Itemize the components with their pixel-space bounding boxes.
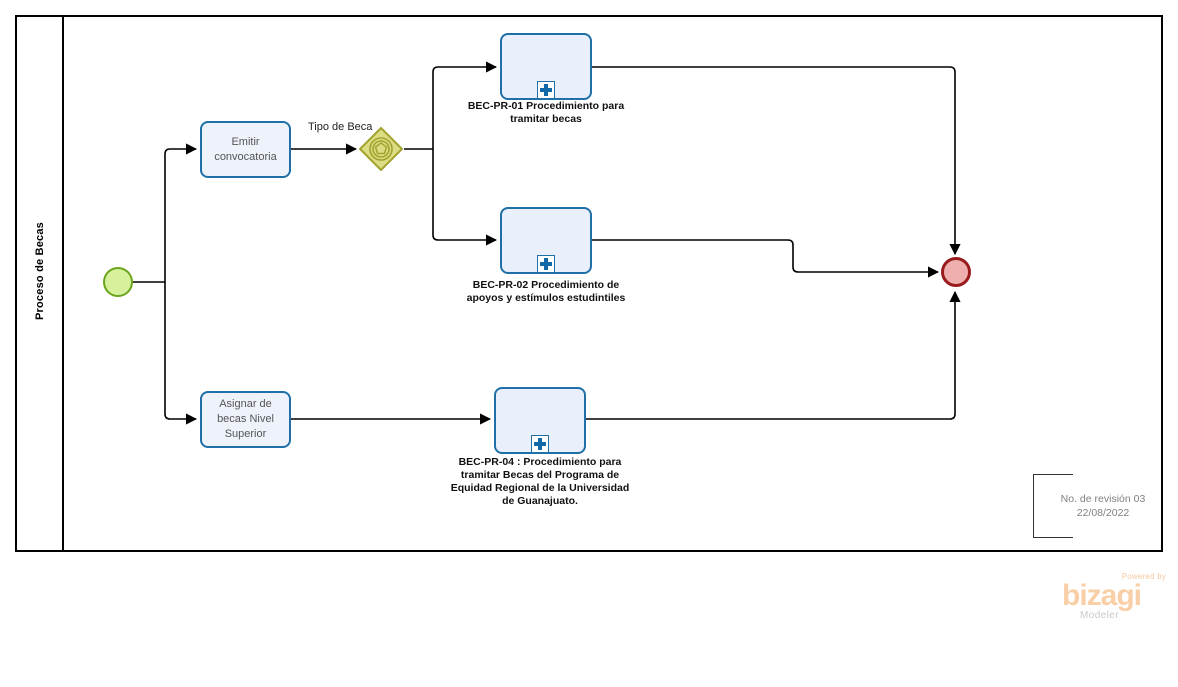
end-event[interactable]	[941, 257, 971, 287]
logo-brand: bizagi	[1062, 579, 1142, 612]
collapsed-subprocess-plus-icon[interactable]	[531, 435, 549, 453]
subprocess-bec-pr-04-label: BEC-PR-04 : Procedimiento para tramitar …	[450, 456, 630, 507]
revision-annotation: No. de revisión 03 22/08/2022	[1033, 474, 1163, 538]
lane-header: Proceso de Becas	[15, 15, 64, 552]
event-based-gateway[interactable]	[358, 126, 404, 172]
subprocess-bec-pr-02-label: BEC-PR-02 Procedimiento de apoyos y estí…	[466, 279, 626, 304]
subprocess-bec-pr-01-label: BEC-PR-01 Procedimiento para tramitar be…	[467, 100, 625, 125]
task-label: Emitir convocatoria	[214, 135, 277, 163]
collapsed-subprocess-plus-icon[interactable]	[537, 255, 555, 273]
annotation-line-2: 22/08/2022	[1076, 507, 1130, 519]
process-pool	[15, 15, 1163, 552]
subprocess-bec-pr-04[interactable]	[494, 387, 586, 454]
task-emitir-convocatoria[interactable]: Emitir convocatoria	[200, 121, 291, 178]
logo-product: Modeler	[1080, 610, 1119, 621]
subprocess-bec-pr-01[interactable]	[500, 33, 592, 100]
task-asignar-becas-nivel-superior[interactable]: Asignar de becas Nivel Superior	[200, 391, 291, 448]
start-event[interactable]	[103, 267, 133, 297]
logo-powered-by: Powered by	[1121, 572, 1166, 581]
lane-title: Proceso de Becas	[34, 222, 46, 320]
gateway-flow-label: Tipo de Beca	[308, 121, 373, 133]
bizagi-logo: Powered by bizagi Modeler	[1062, 572, 1168, 624]
task-label: Asignar de becas Nivel Superior	[217, 398, 274, 440]
annotation-bracket	[1033, 474, 1073, 538]
collapsed-subprocess-plus-icon[interactable]	[537, 81, 555, 99]
annotation-line-1: No. de revisión 03	[1060, 493, 1146, 505]
subprocess-bec-pr-02[interactable]	[500, 207, 592, 274]
